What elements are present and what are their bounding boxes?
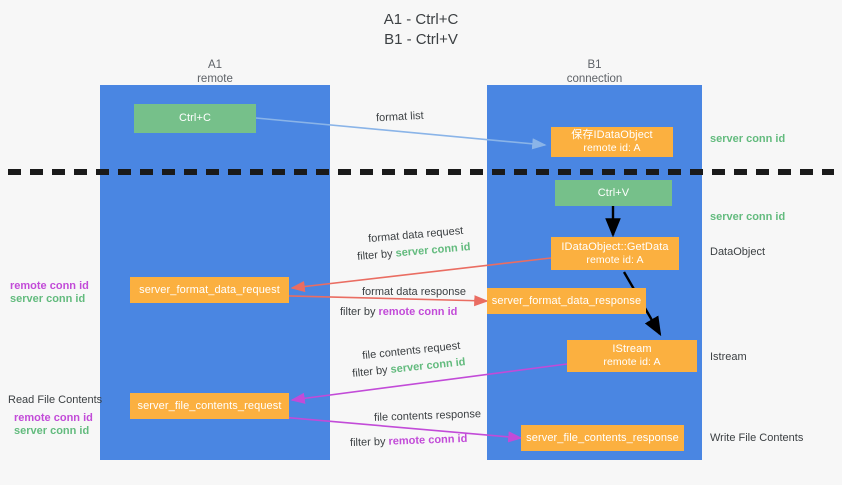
column-a1-role: remote — [197, 73, 233, 85]
box-server-format-data-response-label: server_format_data_response — [491, 294, 642, 307]
label-server-conn-id-lower: server conn id — [14, 425, 90, 437]
label-server-conn-id-second: server conn id — [710, 211, 786, 223]
label-server-conn-id-upper: server conn id — [10, 293, 86, 305]
box-istream-line1: IStream — [612, 343, 652, 355]
title-line-1: A1 - Ctrl+C — [383, 11, 459, 28]
label-format-list: format list — [375, 109, 424, 125]
label-file-contents-response-filter: filter by remote conn id — [350, 432, 468, 450]
column-header-a1: A1 remote — [100, 58, 330, 86]
title-line-2: B1 - Ctrl+V — [384, 31, 458, 48]
label-write-file-contents: Write File Contents — [710, 432, 804, 444]
box-server-format-data-request-label: server_format_data_request — [139, 283, 280, 296]
box-server-format-data-request[interactable]: server_format_data_request — [130, 277, 289, 303]
filter-value-1: server conn id — [395, 241, 472, 260]
label-file-contents-response: file contents response — [373, 408, 482, 424]
box-ctrl-v-label: Ctrl+V — [597, 186, 630, 199]
box-istream[interactable]: IStream remote id: A — [567, 340, 697, 372]
column-a1-name: A1 — [207, 59, 223, 71]
column-b1-name: B1 — [587, 59, 602, 71]
filter-value-4: remote conn id — [388, 432, 468, 448]
box-save-idataobject-line1: 保存IDataObject — [571, 129, 653, 141]
box-server-format-data-response[interactable]: server_format_data_response — [487, 288, 646, 314]
box-server-file-contents-request[interactable]: server_file_contents_request — [130, 393, 289, 419]
label-format-data-response-filter: filter by remote conn id — [340, 305, 457, 319]
box-server-file-contents-response-label: server_file_contents_response — [526, 431, 679, 444]
label-format-data-response: format data response — [362, 286, 466, 298]
label-remote-conn-id-upper: remote conn id — [10, 280, 89, 292]
column-b1-role: connection — [566, 73, 623, 85]
box-getdata[interactable]: IDataObject::GetData remote id: A — [551, 237, 679, 270]
page-title: A1 - Ctrl+C B1 - Ctrl+V — [0, 10, 842, 50]
box-getdata-line2: remote id: A — [586, 253, 644, 266]
label-dataobject: DataObject — [710, 246, 766, 258]
box-save-idataobject[interactable]: 保存IDataObject remote id: A — [551, 127, 673, 157]
label-server-conn-id-top: server conn id — [710, 133, 786, 145]
box-ctrl-c-label: Ctrl+C — [178, 112, 212, 124]
box-save-idataobject-line2: remote id: A — [583, 142, 641, 154]
filter-prefix-4: filter by — [349, 435, 389, 450]
label-istream: Istream — [710, 351, 747, 363]
column-header-b1: B1 connection — [487, 58, 702, 86]
box-getdata-line1: IDataObject::GetData — [561, 240, 669, 253]
filter-value-2: remote conn id — [378, 306, 458, 318]
label-remote-conn-id-lower: remote conn id — [14, 412, 93, 424]
filter-prefix-2: filter by — [340, 306, 379, 318]
label-read-file-contents: Read File Contents — [8, 394, 103, 406]
box-ctrl-c[interactable]: Ctrl+C — [134, 104, 256, 133]
box-ctrl-v[interactable]: Ctrl+V — [555, 180, 672, 206]
filter-prefix-1: filter by — [356, 247, 397, 263]
box-istream-line2: remote id: A — [603, 356, 661, 368]
filter-prefix-3: filter by — [351, 363, 392, 380]
box-server-file-contents-response[interactable]: server_file_contents_response — [521, 425, 684, 451]
box-server-file-contents-request-label: server_file_contents_request — [137, 399, 282, 412]
